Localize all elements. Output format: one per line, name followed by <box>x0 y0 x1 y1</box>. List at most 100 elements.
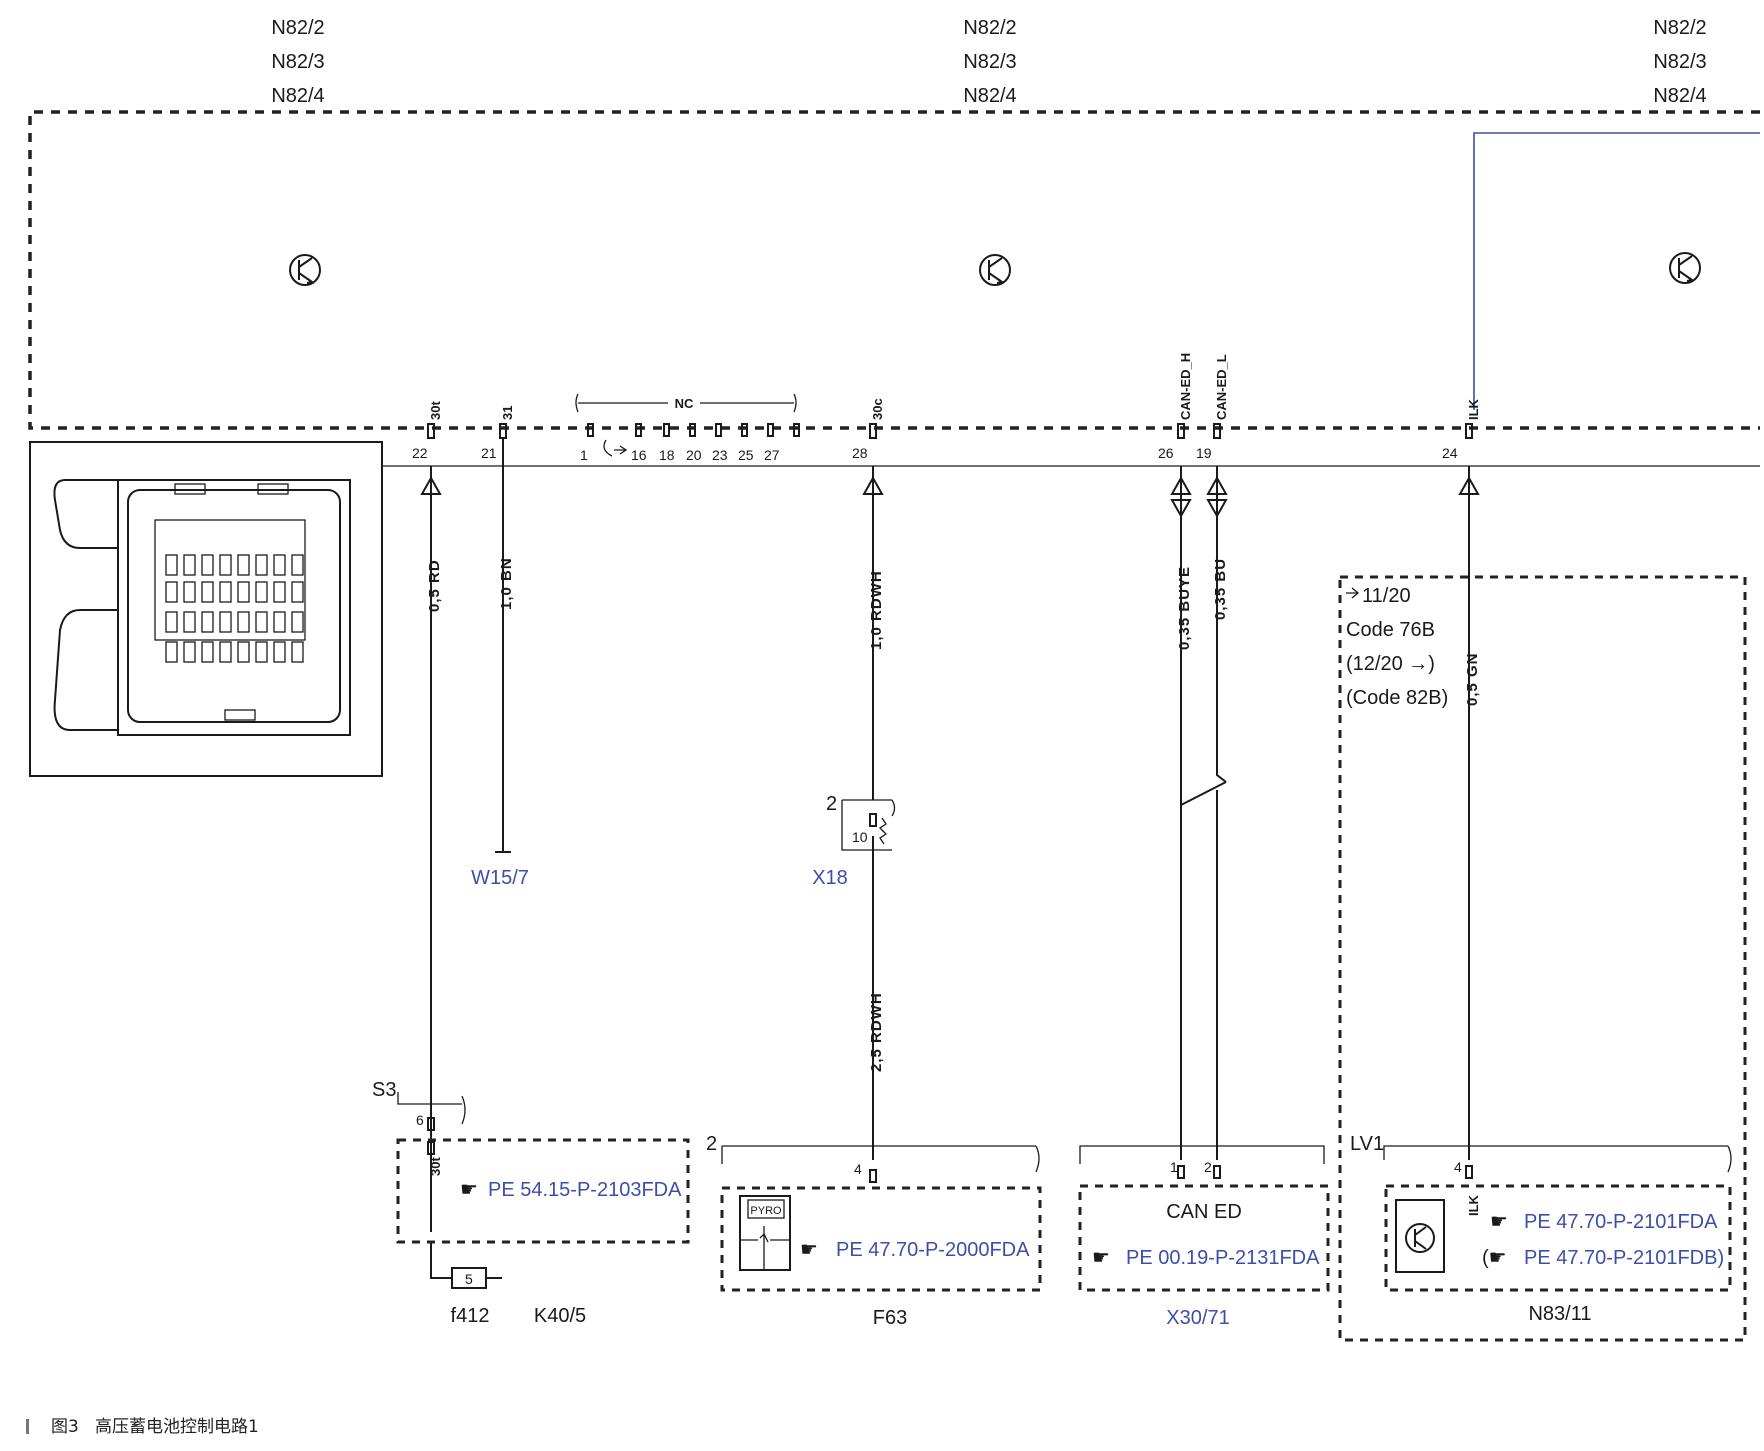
fuse-label: f412 <box>451 1305 490 1327</box>
wire-label: 1,0 BN <box>498 557 515 610</box>
reference-hand-icon: ☛ <box>1092 1247 1110 1269</box>
pin-24-ilk: ILK 24 0,5 GN <box>1442 398 1481 1160</box>
pin-26-can-h: CAN-ED_H 26 0,35 BUYE <box>1158 353 1227 1160</box>
component-label: X30/71 <box>1166 1307 1229 1329</box>
pin-28-30c: 30c 28 1,0 RDWH 2,5 RDWH <box>852 398 885 1160</box>
component-label: N83/11 <box>1528 1303 1591 1325</box>
pin-number: 2 <box>1204 1159 1212 1175</box>
reference-link[interactable]: PE 54.15-P-2103FDA <box>488 1179 682 1201</box>
connector-x30-71: 1 2 CAN ED ☛ PE 00.19-P-2131FDA X30/71 <box>1078 1145 1330 1329</box>
component-label: K40/5 <box>534 1305 586 1327</box>
pin-21-ground: 31 21 1,0 BN <box>481 406 515 853</box>
fuse-pin: 5 <box>465 1271 473 1287</box>
module-label-center: N82/2 N82/3 N82/4 <box>963 17 1016 107</box>
code-box-line: (12/20 →) <box>1346 653 1435 675</box>
figure-number: 图3 <box>51 1417 79 1437</box>
pin-number: 21 <box>481 445 497 461</box>
reference-link[interactable]: PE 47.70-P-2000FDA <box>836 1239 1030 1261</box>
pin-number: 6 <box>416 1112 424 1128</box>
figure-caption: 图3 高压蓄电池控制电路1 <box>26 1412 259 1437</box>
signal-label: 31 <box>500 406 515 420</box>
can-ed-label: CAN ED <box>1166 1201 1242 1223</box>
wire-label: 0,35 BUYE <box>1176 566 1193 650</box>
nc-label: NC <box>675 396 694 411</box>
pin-number: 25 <box>738 447 754 463</box>
module-n83-11: LV1 4 ILK ☛ PE 47.70-P-2101FDA (☛ PE 47.… <box>1350 1133 1732 1325</box>
pin-19-can-l: CAN-ED_L 19 0,35 BU <box>1196 354 1229 1160</box>
code-box: 11/20 Code 76B (12/20 →) (Code 82B) <box>1338 575 1747 1342</box>
signal-label: 30t <box>428 401 443 420</box>
fuse-f63: 2 4 PYRO ☛ PE 47.70-P-2000FDA F63 <box>706 1133 1042 1329</box>
code-box-line: Code 76B <box>1346 619 1435 641</box>
wire-label: 0,5 GN <box>1464 652 1481 706</box>
module-label: N82/2 <box>1653 17 1706 39</box>
pin-number: 4 <box>854 1161 862 1177</box>
signal-label: 30c <box>870 398 885 420</box>
wire-label: 0,5 RD <box>426 559 443 612</box>
pin-number: 10 <box>852 829 868 845</box>
wire-label: 2,5 RDWH <box>868 992 885 1072</box>
wire-label: 0,35 BU <box>1212 558 1229 620</box>
relay-k40-5: S3 6 30t ☛ PE 54.15-P-2103FDA 5 f412 K40… <box>372 1079 690 1327</box>
signal-label: CAN-ED_L <box>1214 354 1229 420</box>
module-label-left: N82/2 N82/3 N82/4 <box>271 17 324 107</box>
reference-hand-icon: ☛ <box>460 1179 478 1201</box>
connector-x18: 2 10 X18 <box>812 793 896 889</box>
control-module-outline <box>28 110 1760 430</box>
module-label: N82/3 <box>1653 51 1706 73</box>
figure-title: 高压蓄电池控制电路1 <box>95 1417 259 1437</box>
transistor-icon <box>289 254 321 286</box>
pin-number: 22 <box>412 445 428 461</box>
transistor-icon <box>1395 1199 1445 1273</box>
signal-label: ILK <box>1466 398 1481 420</box>
reference-hand-icon: ☛ <box>1490 1211 1508 1233</box>
pin-number: 1 <box>1170 1159 1178 1175</box>
transistor-icon <box>1669 252 1701 284</box>
pin-number: 26 <box>1158 445 1174 461</box>
module-label: N82/4 <box>1653 85 1706 107</box>
connector-illustration <box>29 441 383 777</box>
module-label: N82/2 <box>963 17 1016 39</box>
reference-link[interactable]: PE 47.70-P-2101FDB) <box>1524 1247 1724 1269</box>
reference-hand-icon: ☛ <box>800 1239 818 1261</box>
code-box-line: 11/20 <box>1362 585 1411 607</box>
reference-link[interactable]: PE 47.70-P-2101FDA <box>1524 1211 1718 1233</box>
pin-number: 4 <box>1454 1159 1462 1175</box>
pyro-fuse-icon: PYRO <box>739 1195 791 1271</box>
transistor-icon <box>979 254 1011 286</box>
pin-number: 27 <box>764 447 780 463</box>
pin-number: 1 <box>580 447 588 463</box>
pin-number: 16 <box>631 447 647 463</box>
pyro-label: PYRO <box>750 1205 782 1217</box>
nc-pin-group: NC 1 16 18 20 23 25 27 <box>575 393 800 463</box>
module-label: N82/2 <box>271 17 324 39</box>
f63-pin-label: 2 <box>706 1133 717 1155</box>
module-label-right: N82/2 N82/3 N82/4 <box>1653 17 1706 107</box>
reference-link[interactable]: PE 00.19-P-2131FDA <box>1126 1247 1320 1269</box>
component-label: W15/7 <box>471 867 529 889</box>
module-label: N82/4 <box>963 85 1016 107</box>
pin-number: 19 <box>1196 445 1212 461</box>
pin-22-30t: 30t 22 0,5 RD <box>412 401 443 1232</box>
caption-bar <box>26 1419 29 1434</box>
reference-hand-icon: (☛ <box>1482 1247 1507 1269</box>
pin-number: 28 <box>852 445 868 461</box>
component-label: X18 <box>812 867 848 889</box>
module-label: N82/4 <box>271 85 324 107</box>
signal-label: ILK <box>1466 1194 1481 1216</box>
module-label: N82/3 <box>271 51 324 73</box>
x18-pin-label: 2 <box>826 793 837 815</box>
module-label: N82/3 <box>963 51 1016 73</box>
s3-label: S3 <box>372 1079 396 1101</box>
pin-number: 24 <box>1442 445 1458 461</box>
pin-number: 18 <box>659 447 675 463</box>
component-label: F63 <box>873 1307 907 1329</box>
pin-number: 23 <box>712 447 728 463</box>
code-box-line: (Code 82B) <box>1346 687 1448 709</box>
signal-label: 30t <box>428 1157 443 1176</box>
signal-label: CAN-ED_H <box>1178 353 1193 420</box>
blue-wire <box>1473 132 1760 410</box>
wire-label: 1,0 RDWH <box>868 570 885 650</box>
